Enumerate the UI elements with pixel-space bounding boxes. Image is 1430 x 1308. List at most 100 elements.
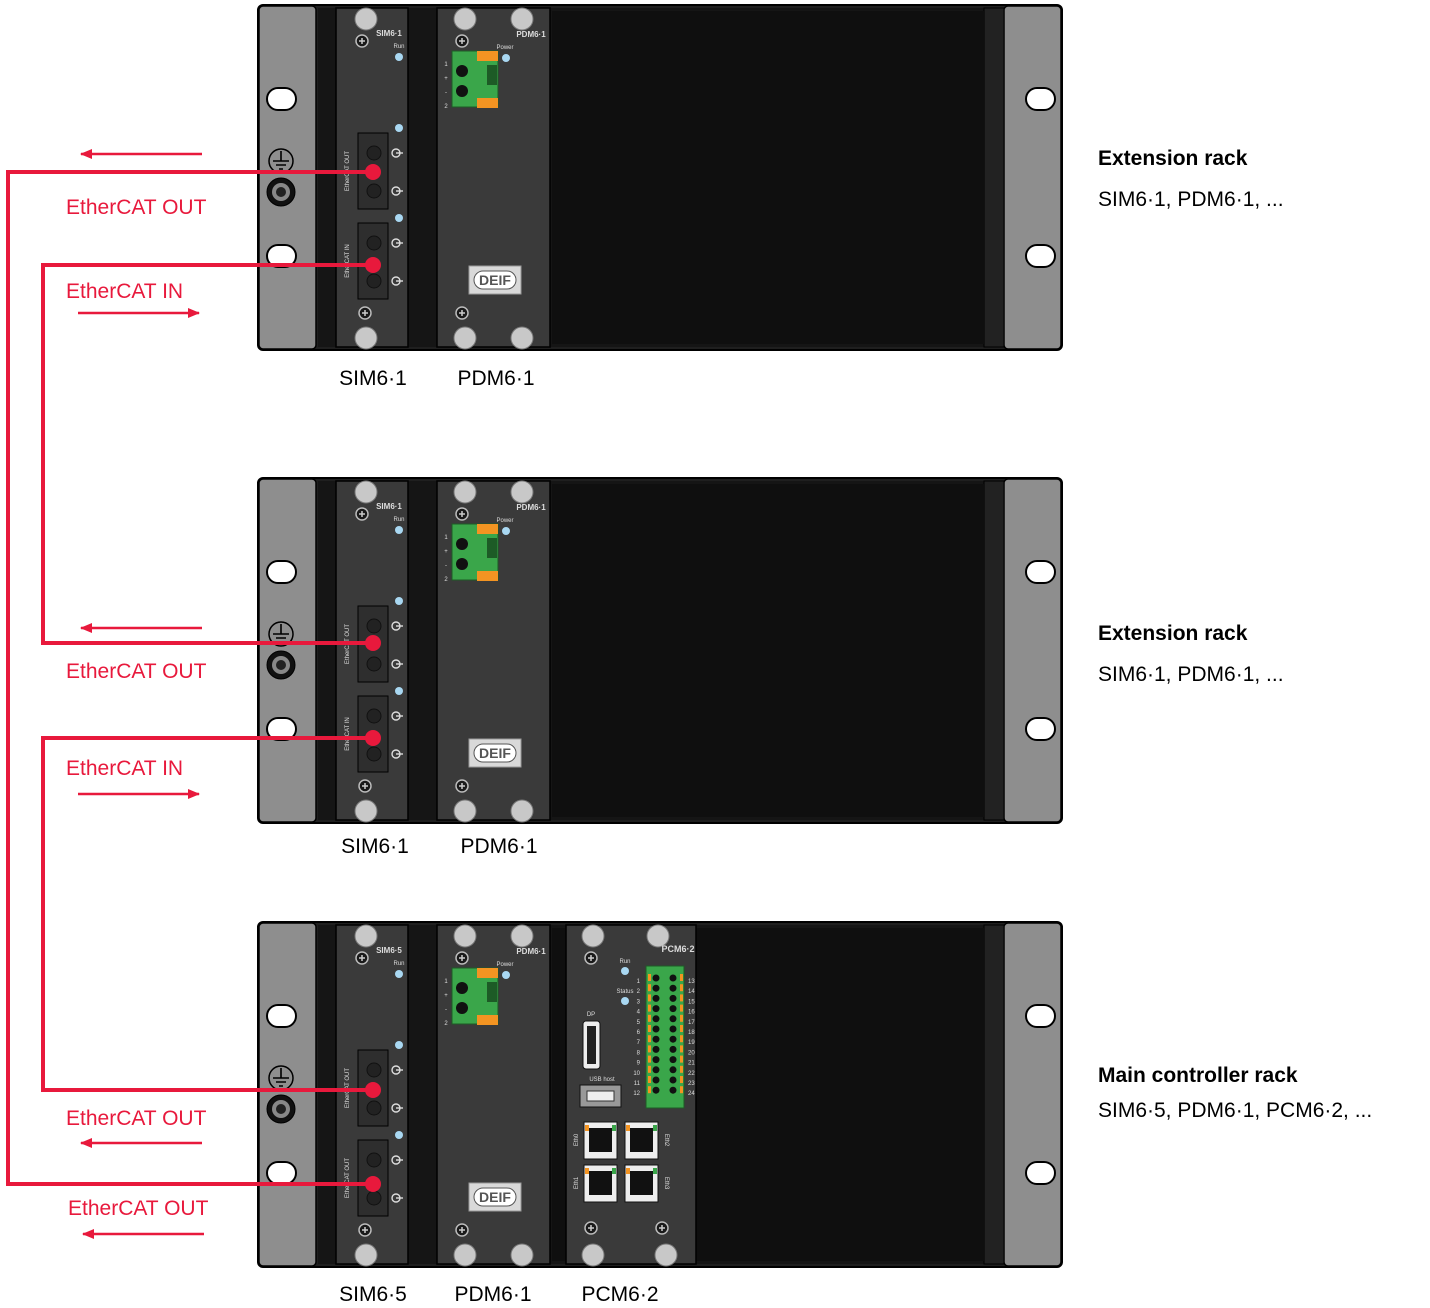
rack-mount-slot xyxy=(266,1161,297,1185)
rack-ear-left xyxy=(258,922,317,1267)
rack-1-modules: SIM6·1, PDM6·1, ... xyxy=(1098,188,1284,211)
pdm-top-screw-right xyxy=(510,7,534,31)
module-label: PDM6·1 xyxy=(454,1283,531,1306)
rack-mount-slot xyxy=(1025,87,1056,111)
mounting-screw xyxy=(455,507,469,521)
port-link-icon xyxy=(391,1193,403,1203)
power-connector xyxy=(451,523,499,581)
power-connector xyxy=(451,50,499,108)
displayport-connector xyxy=(582,1020,601,1070)
ethernet-port xyxy=(624,1121,659,1160)
mounting-screw xyxy=(455,951,469,965)
pdm-pin-label: 1 xyxy=(444,62,448,68)
pdm-top-screw-left xyxy=(453,480,477,504)
sim-run-label: Run xyxy=(393,517,404,523)
rack-mount-slot xyxy=(1025,244,1056,268)
terminal-number: 7 xyxy=(637,1040,641,1046)
cable-label: EtherCAT OUT xyxy=(66,1107,207,1130)
cable-main-to-rack1 xyxy=(6,170,373,1186)
terminal-number: 24 xyxy=(688,1091,695,1097)
module-label: SIM6·5 xyxy=(339,1283,407,1306)
terminal-number: 8 xyxy=(637,1050,641,1056)
rack-3-modules: SIM6·5, PDM6·1, PCM6·2, ... xyxy=(1098,1099,1373,1122)
pdm-pin-label: - xyxy=(445,90,447,96)
cable-rack1-to-rack2 xyxy=(41,263,373,645)
earth-stud xyxy=(266,177,296,207)
pcm-run-label: Run xyxy=(619,959,630,965)
pcm-top-screw-left xyxy=(581,924,605,948)
mounting-screw xyxy=(455,1223,469,1237)
terminal-number: 20 xyxy=(688,1050,695,1056)
rack-2-modules: SIM6·1, PDM6·1, ... xyxy=(1098,663,1284,686)
terminal-number: 11 xyxy=(634,1081,641,1087)
mounting-screw xyxy=(455,34,469,48)
sim-bottom-screw xyxy=(354,1243,378,1267)
dp-label: DP xyxy=(587,1012,595,1018)
sim-top-screw xyxy=(354,7,378,31)
cable-endpoint xyxy=(365,164,381,180)
sim-run-label: Run xyxy=(393,961,404,967)
rack-rail-right xyxy=(983,480,1005,821)
pdm-pin-label: 1 xyxy=(444,979,448,985)
cable-label: EtherCAT IN xyxy=(66,757,183,780)
terminal-number: 1 xyxy=(637,979,641,985)
empty-slot-area xyxy=(552,11,984,344)
ethernet-label: Eth2 xyxy=(663,1134,669,1147)
cable-label: EtherCAT OUT xyxy=(68,1197,209,1220)
sim-name-label: SIM6·5 xyxy=(376,946,402,955)
rack-mount-slot xyxy=(266,1004,297,1028)
cable-rack2-to-main xyxy=(41,736,373,1092)
module-label: PDM6·1 xyxy=(460,835,537,858)
pdm-name-label: PDM6·1 xyxy=(516,503,546,512)
rack-mount-slot xyxy=(266,560,297,584)
ethernet-port xyxy=(624,1164,659,1203)
empty-slot-area xyxy=(552,484,984,817)
rack-1-title: Extension rack xyxy=(1098,147,1248,170)
deif-logo: DEIF xyxy=(468,1182,522,1212)
port-vertical-label: EtherCAT IN xyxy=(345,244,351,277)
rack-ear-left xyxy=(258,5,317,350)
port-link-icon xyxy=(391,659,403,669)
pcm-name-label: PCM6·2 xyxy=(661,944,694,954)
pdm-top-screw-right xyxy=(510,480,534,504)
terminal-number: 10 xyxy=(633,1071,640,1077)
port-led xyxy=(395,1041,403,1049)
cable-endpoint xyxy=(365,257,381,273)
terminal-number: 4 xyxy=(637,1010,641,1016)
terminal-number: 17 xyxy=(688,1020,695,1026)
pdm-pin-label: 2 xyxy=(444,577,448,583)
port-led xyxy=(395,687,403,695)
mounting-screw xyxy=(355,34,369,48)
pdm-pin-label: 2 xyxy=(444,1021,448,1027)
port-link-icon xyxy=(391,749,403,759)
earth-stud xyxy=(266,1094,296,1124)
pdm-power-led xyxy=(502,527,510,535)
pcm-run-led xyxy=(621,967,629,975)
pdm-bottom-screw-left xyxy=(453,326,477,350)
pdm-bottom-screw-left xyxy=(453,1243,477,1267)
rack-ear-right xyxy=(1003,922,1062,1267)
port-link-icon xyxy=(391,1103,403,1113)
rack-ear-right xyxy=(1003,5,1062,350)
ground-icon xyxy=(268,621,294,647)
port-link-icon xyxy=(391,1065,403,1075)
rack-mount-slot xyxy=(1025,1004,1056,1028)
pdm-pin-label: 2 xyxy=(444,104,448,110)
ethernet-label: Eth0 xyxy=(574,1133,580,1146)
port-led xyxy=(395,124,403,132)
pdm-power-label: Power xyxy=(496,962,513,968)
sim-bottom-screw xyxy=(354,799,378,823)
sim-top-screw xyxy=(354,480,378,504)
pdm-top-screw-left xyxy=(453,7,477,31)
cable-label: EtherCAT OUT xyxy=(66,196,207,219)
port-led xyxy=(395,1131,403,1139)
terminal-number: 2 xyxy=(637,989,641,995)
deif-logo-text: DEIF xyxy=(479,745,511,761)
